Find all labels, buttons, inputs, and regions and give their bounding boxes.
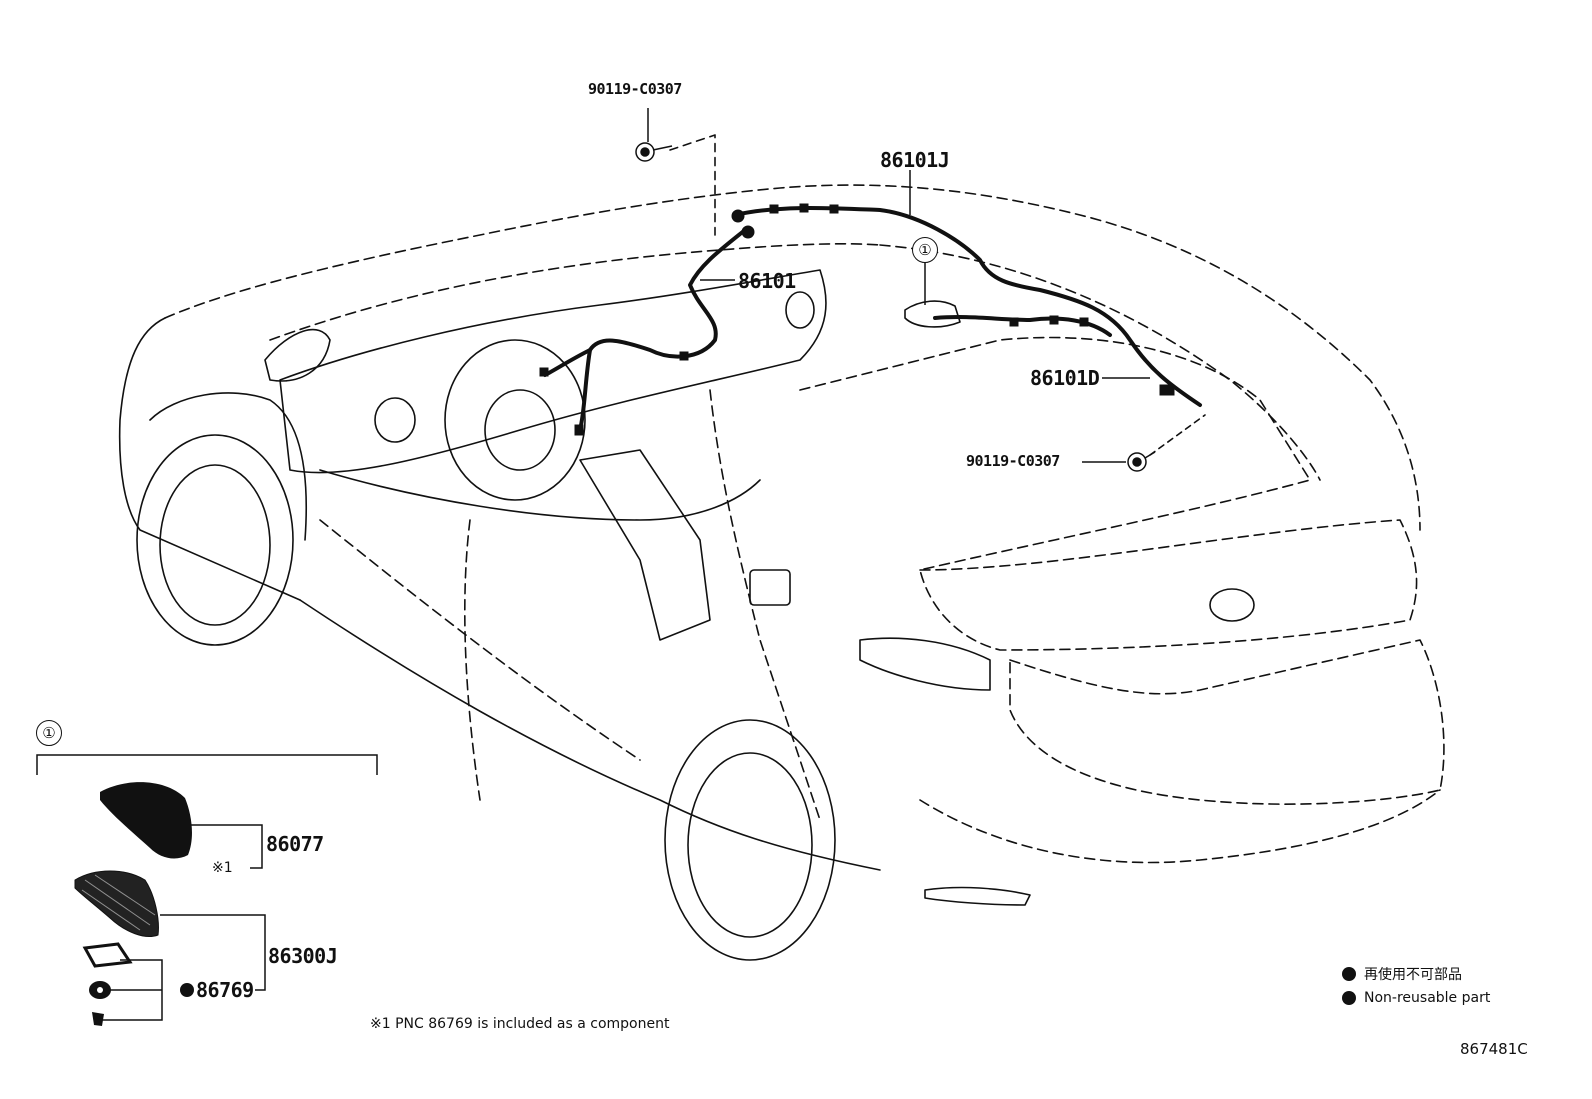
antenna-assy-texture (81, 874, 156, 931)
legend-en: Non-reusable part (1342, 990, 1490, 1006)
label-bolt-top[interactable]: 90119-C0307 (588, 80, 682, 98)
side-door-line (319, 519, 641, 761)
ref-marker-roof[interactable]: ① (912, 237, 938, 263)
trunk-lid (919, 519, 1418, 651)
footnote: ※1 PNC 86769 is included as a component (370, 1016, 670, 1032)
label-bolt-right[interactable]: 90119-C0307 (966, 452, 1060, 470)
bracket-86769 (100, 959, 163, 1021)
connector (731, 209, 745, 223)
rear-wheel-outer (664, 719, 836, 961)
screw-icon (92, 1012, 104, 1026)
bumper-light (924, 886, 1031, 906)
non-reusable-dot-icon (180, 983, 194, 997)
connector (1159, 384, 1175, 396)
console (579, 449, 711, 641)
clip (1079, 317, 1089, 327)
gasket-icon (82, 942, 133, 968)
bracket-86300J (160, 914, 266, 991)
vent-right (785, 291, 815, 329)
rear-wheel-inner (687, 752, 813, 938)
harness-branch (543, 348, 592, 377)
front-body (118, 317, 301, 601)
front-fender (149, 392, 308, 541)
clip (679, 351, 689, 361)
leader-bolt-right (1149, 414, 1206, 456)
diagram-id: 867481C (1460, 1040, 1528, 1058)
label-86101[interactable]: 86101 (738, 269, 796, 293)
antenna-assy-icon (74, 870, 159, 937)
legend-dot-icon (1342, 967, 1356, 981)
bracket-86077 (190, 824, 263, 869)
side-sill (299, 599, 881, 871)
rear-emblem (1209, 588, 1255, 622)
rear-light-left (749, 569, 791, 606)
label-86077[interactable]: 86077 (266, 832, 324, 856)
dashboard (279, 269, 827, 474)
detail-bracket (36, 754, 378, 775)
rear-lower (919, 789, 1441, 864)
clip (769, 204, 779, 214)
harness-86101D-wire (933, 315, 1112, 337)
harness-86101-wire (578, 228, 747, 432)
b-pillar (463, 519, 481, 801)
label-86101D[interactable]: 86101D (1030, 366, 1100, 390)
leader-bolt-top (669, 134, 716, 236)
legend-jp-text: 再使用不可部品 (1364, 967, 1462, 983)
rear-window (799, 336, 1311, 571)
legend-en-text: Non-reusable part (1364, 990, 1491, 1006)
mirror-left (264, 328, 331, 382)
label-86769-text: 86769 (196, 978, 254, 1002)
roof-inner-right (879, 244, 1321, 481)
clip (574, 424, 584, 436)
rear-bumper (1009, 639, 1445, 805)
vent-left (374, 397, 416, 443)
clip (539, 367, 549, 377)
front-wheel-outer (136, 434, 294, 646)
dash-lower (319, 469, 761, 521)
clip (1009, 317, 1019, 327)
clip (1049, 315, 1059, 325)
label-86300J[interactable]: 86300J (268, 944, 338, 968)
antenna-cover-icon (100, 782, 192, 859)
label-86769[interactable]: 86769 (180, 978, 254, 1002)
clip (829, 204, 839, 214)
front-wheel-inner (159, 464, 271, 626)
steering-wheel (444, 339, 586, 501)
label-86101J[interactable]: 86101J (880, 148, 950, 172)
clip (799, 203, 809, 213)
roof-antenna-base (904, 300, 961, 328)
roof-outline (164, 184, 1421, 531)
rear-lamp (859, 637, 991, 691)
bolt-right-icon (1127, 451, 1156, 472)
ref-marker-detail: ① (36, 720, 62, 746)
nut-icon (89, 981, 111, 999)
legend-jp: 再使用不可部品 (1342, 964, 1462, 984)
legend-dot-icon (1342, 991, 1356, 1005)
windshield-line (269, 243, 881, 341)
note-marker: ※1 (212, 860, 233, 876)
connector (741, 225, 755, 239)
bolt-top-icon (635, 108, 673, 162)
harness-86101J-wire (733, 205, 1202, 407)
steering-hub (484, 389, 556, 471)
